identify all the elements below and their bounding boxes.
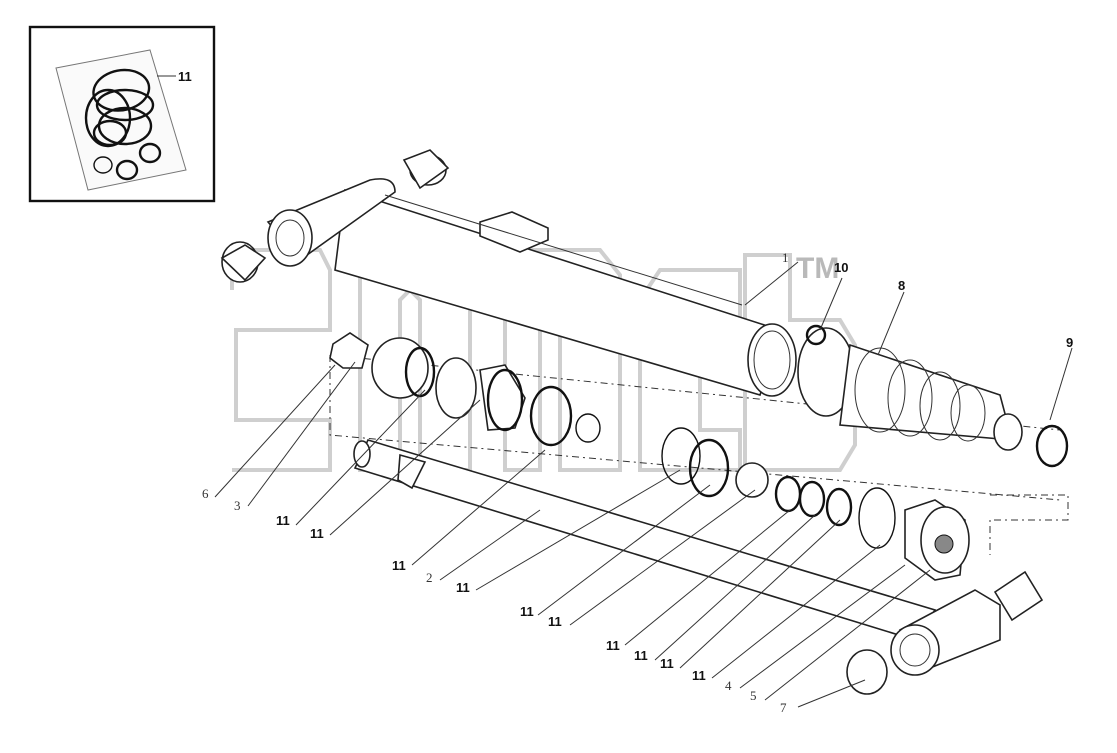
callout-6: 6 bbox=[202, 486, 209, 501]
callout-8: 8 bbox=[898, 278, 905, 293]
callout-11-a: 11 bbox=[276, 513, 290, 528]
protective-boot bbox=[797, 324, 1069, 468]
callout-11-b: 11 bbox=[310, 526, 324, 541]
gland-seals bbox=[661, 427, 970, 581]
piston-group bbox=[329, 332, 601, 447]
inset-callout-11: 11 bbox=[178, 69, 192, 84]
callout-3: 3 bbox=[234, 498, 241, 513]
callout-11-f: 11 bbox=[548, 614, 562, 629]
callout-7: 7 bbox=[780, 700, 787, 715]
callout-11-d: 11 bbox=[456, 580, 470, 595]
callout-11-j: 11 bbox=[692, 668, 706, 683]
callout-2: 2 bbox=[426, 570, 433, 585]
callout-10: 10 bbox=[834, 260, 848, 275]
cylinder-barrel bbox=[220, 149, 797, 397]
callout-11-e: 11 bbox=[520, 604, 534, 619]
callout-11-h: 11 bbox=[634, 648, 648, 663]
callout-4: 4 bbox=[725, 678, 732, 693]
callout-11-i: 11 bbox=[660, 656, 674, 671]
callout-9: 9 bbox=[1066, 335, 1073, 350]
callout-5: 5 bbox=[750, 688, 757, 703]
callout-1: 1 bbox=[782, 250, 789, 265]
inset-seal-kit: 11 bbox=[28, 25, 216, 203]
leader-lines bbox=[214, 261, 1073, 708]
callout-11-g: 11 bbox=[606, 638, 620, 653]
callout-11-c: 11 bbox=[392, 558, 406, 573]
watermark-tm: TM bbox=[796, 252, 839, 285]
callout-labels: 1 10 8 9 6 3 11 11 11 2 11 11 11 11 11 1… bbox=[202, 250, 1073, 715]
rod-end-eye bbox=[846, 570, 1044, 695]
